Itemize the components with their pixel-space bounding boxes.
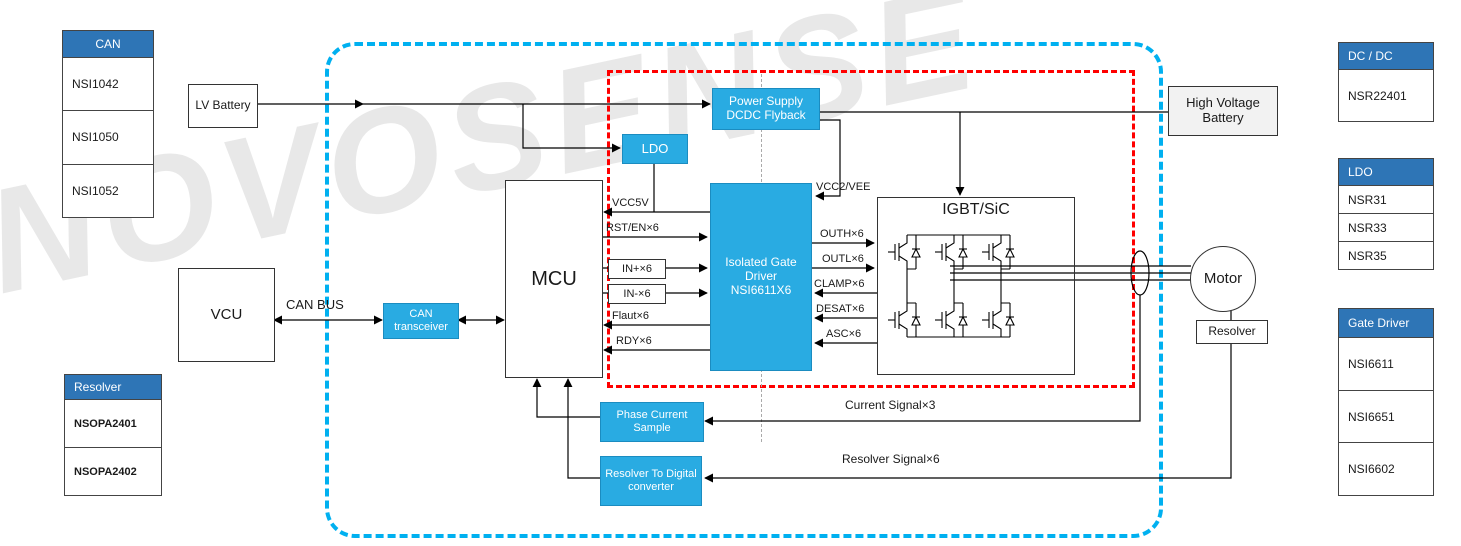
can-transceiver-block: CAN transceiver [383, 303, 459, 339]
inverter-system-boundary [325, 42, 1163, 538]
chip-item: NSI6611 [1339, 337, 1433, 390]
vcu-block: VCU [178, 268, 275, 362]
isolated-gate-driver-block: Isolated Gate Driver NSI6611X6 [710, 183, 812, 371]
igbt-sic-block: IGBT/SiC [877, 197, 1075, 375]
resolver-block: Resolver [1196, 320, 1268, 344]
chip-item: NSI1050 [63, 110, 153, 164]
resolver-to-digital-block: Resolver To Digital converter [600, 456, 702, 506]
signal-label-vcc2-vee: VCC2/VEE [816, 181, 871, 193]
signal-label-asc: ASC×6 [826, 328, 862, 340]
can-chip-table: CAN NSI1042 NSI1050 NSI1052 [62, 30, 154, 218]
mcu-block: MCU [505, 180, 603, 378]
chip-item: NSR22401 [1339, 69, 1433, 121]
chip-item: NSR33 [1339, 213, 1433, 241]
gate-driver-chip-table-header: Gate Driver [1339, 309, 1433, 337]
chip-item: NSR31 [1339, 185, 1433, 213]
hv-battery-block: High Voltage Battery [1168, 86, 1278, 136]
dcdc-chip-table-header: DC / DC [1339, 43, 1433, 69]
chip-item: NSR35 [1339, 241, 1433, 269]
current-signal-label: Current Signal×3 [845, 398, 936, 412]
signal-label-in-minus: IN-×6 [608, 284, 666, 304]
signal-label-outl: OUTL×6 [822, 253, 864, 265]
signal-label-in-plus: IN+×6 [608, 259, 666, 279]
signal-label-rdy: RDY×6 [616, 335, 652, 347]
chip-item: NSI6651 [1339, 389, 1433, 443]
phase-current-sample-block: Phase Current Sample [600, 402, 704, 442]
chip-item: NSI1052 [63, 163, 153, 217]
chip-item: NSOPA2401 [65, 399, 161, 447]
chip-item: NSI1042 [63, 57, 153, 111]
ldo-chip-table-header: LDO [1339, 159, 1433, 185]
lv-battery-block: LV Battery [188, 84, 258, 128]
signal-label-clamp: CLAMP×6 [814, 278, 865, 290]
signal-label-desat: DESAT×6 [816, 303, 865, 315]
resolver-signal-label: Resolver Signal×6 [842, 452, 940, 466]
ldo-chip-table: LDO NSR31 NSR33 NSR35 [1338, 158, 1434, 270]
ldo-block: LDO [622, 134, 688, 164]
can-chip-table-header: CAN [63, 31, 153, 57]
dcdc-chip-table: DC / DC NSR22401 [1338, 42, 1434, 122]
chip-item: NSOPA2402 [65, 447, 161, 495]
gate-driver-chip-table: Gate Driver NSI6611 NSI6651 NSI6602 [1338, 308, 1434, 496]
motor-block: Motor [1190, 246, 1256, 312]
signal-label-outh: OUTH×6 [820, 228, 864, 240]
signal-label-flaut: Flaut×6 [612, 310, 649, 322]
signal-label-vcc5v: VCC5V [612, 197, 649, 209]
resolver-chip-table: Resolver NSOPA2401 NSOPA2402 [64, 374, 162, 496]
igbt-sic-title: IGBT/SiC [942, 201, 1010, 218]
signal-label-rst-en: RST/EN×6 [606, 222, 659, 234]
can-bus-label: CAN BUS [286, 297, 344, 312]
resolver-chip-table-header: Resolver [65, 375, 161, 399]
chip-item: NSI6602 [1339, 442, 1433, 496]
power-supply-block: Power Supply DCDC Flyback [712, 88, 820, 130]
